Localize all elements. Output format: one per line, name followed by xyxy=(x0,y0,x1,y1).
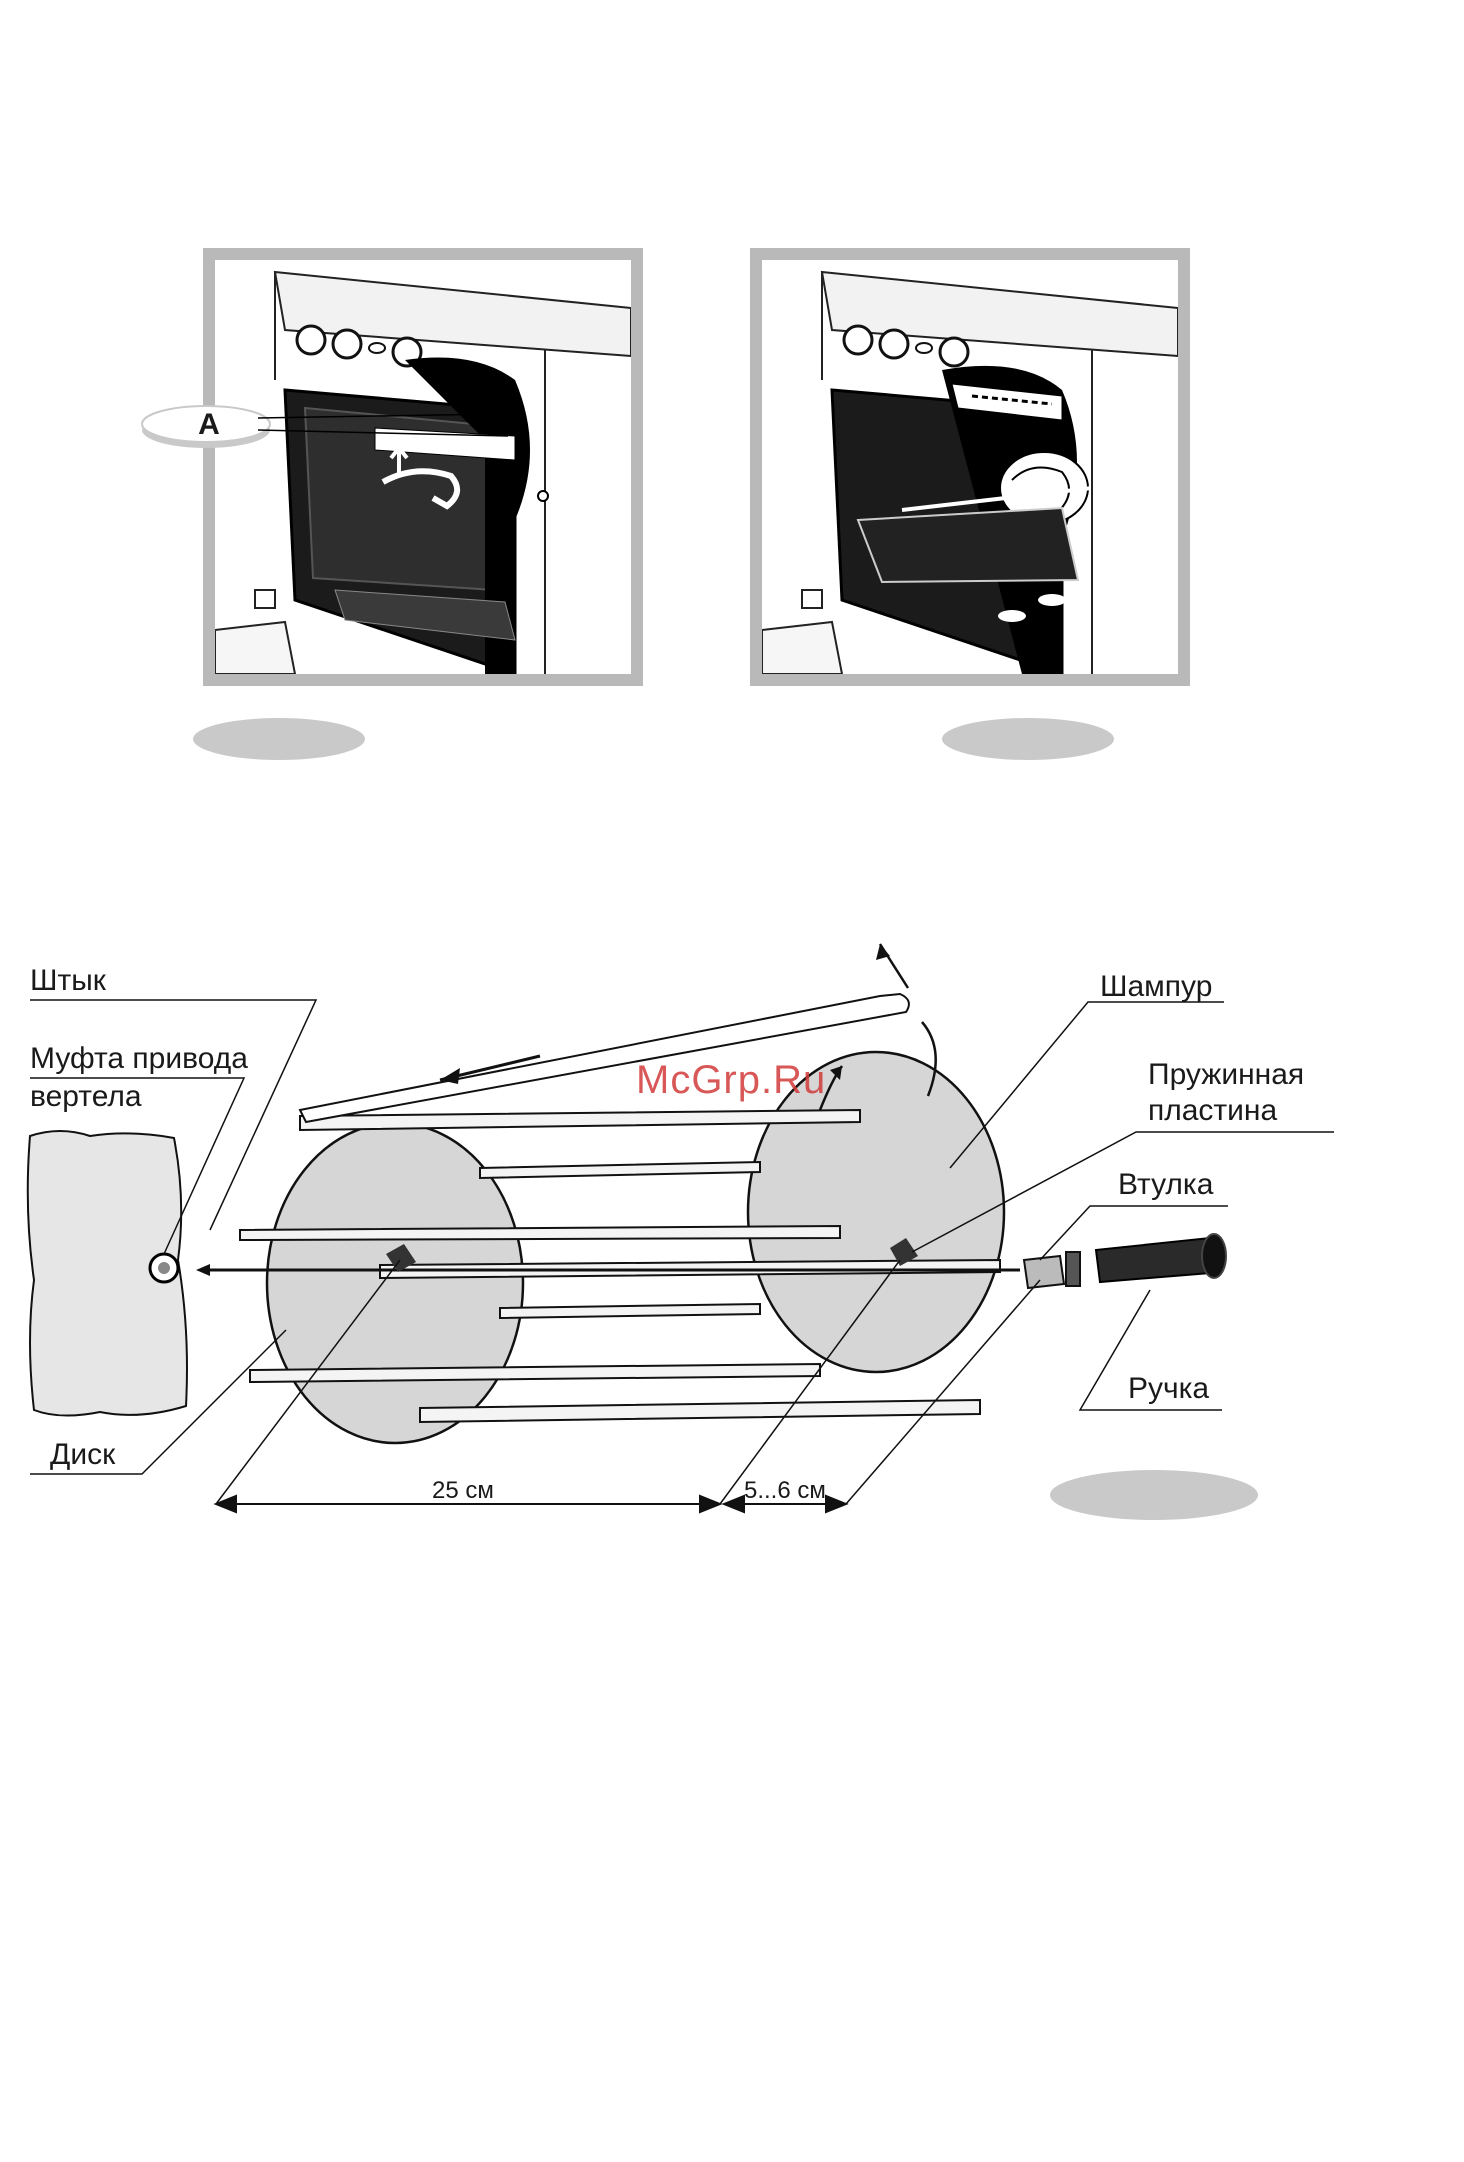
dimension-label-small: 5...6 см xyxy=(744,1472,826,1510)
knob-icon xyxy=(844,326,872,354)
figure-number-badge-right xyxy=(942,718,1114,760)
label-bayonet: Штык xyxy=(30,962,106,1000)
knob-icon xyxy=(940,338,968,366)
label-spring-plate-line1: Пружинная xyxy=(1148,1056,1304,1094)
oven-illustration-right xyxy=(750,248,1190,686)
figure-number-badge-bottom xyxy=(1050,1470,1258,1520)
label-bushing: Втулка xyxy=(1118,1166,1213,1204)
figure-number-badge-left xyxy=(193,718,365,760)
dimension-label-main: 25 см xyxy=(432,1472,494,1510)
watermark-text: McGrp.Ru xyxy=(636,1058,826,1103)
knob-icon xyxy=(333,330,361,358)
callout-a-label: A xyxy=(196,408,222,442)
oven-drawing-left xyxy=(215,260,631,674)
label-disc: Диск xyxy=(50,1436,115,1474)
bushing xyxy=(1024,1256,1064,1288)
knob-icon xyxy=(880,330,908,358)
oven-illustration-left xyxy=(203,248,643,686)
rotisserie-diagram xyxy=(0,900,1464,1560)
label-drive-coupling-line2: вертела xyxy=(30,1078,142,1116)
oven-drawing-right xyxy=(762,260,1178,674)
label-handle: Ручка xyxy=(1128,1370,1209,1408)
label-skewer: Шампур xyxy=(1100,968,1212,1006)
label-spring-plate-line2: пластина xyxy=(1148,1092,1277,1130)
knob-icon xyxy=(297,326,325,354)
label-drive-coupling-line1: Муфта привода xyxy=(30,1040,248,1078)
callout-a-leader xyxy=(258,412,518,442)
